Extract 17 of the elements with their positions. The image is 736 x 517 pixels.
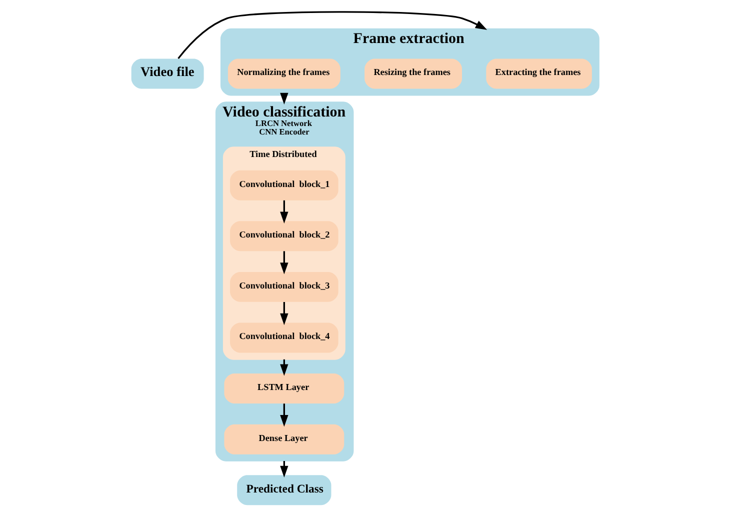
node-box: Convolutional block_4 bbox=[230, 322, 338, 353]
arrow bbox=[280, 200, 288, 224]
arrow bbox=[280, 92, 288, 105]
node-box: LSTM Layer bbox=[224, 374, 344, 404]
node-box: Convolutional block_1 bbox=[230, 170, 338, 200]
node-box: Video file bbox=[130, 58, 204, 89]
node-box: Resizing the frames bbox=[364, 58, 462, 89]
node-box: Extracting the frames bbox=[486, 58, 592, 89]
node-box: Dense Layer bbox=[224, 424, 344, 454]
node-box: Normalizing the frames bbox=[227, 58, 340, 89]
arrow bbox=[280, 251, 288, 274]
arrow bbox=[177, 11, 487, 59]
node-box: Predicted Class bbox=[236, 475, 331, 506]
arrow bbox=[280, 404, 288, 427]
node-box: Convolutional block_3 bbox=[230, 272, 338, 302]
node-box: Convolutional block_2 bbox=[230, 221, 338, 252]
arrow bbox=[280, 302, 288, 326]
